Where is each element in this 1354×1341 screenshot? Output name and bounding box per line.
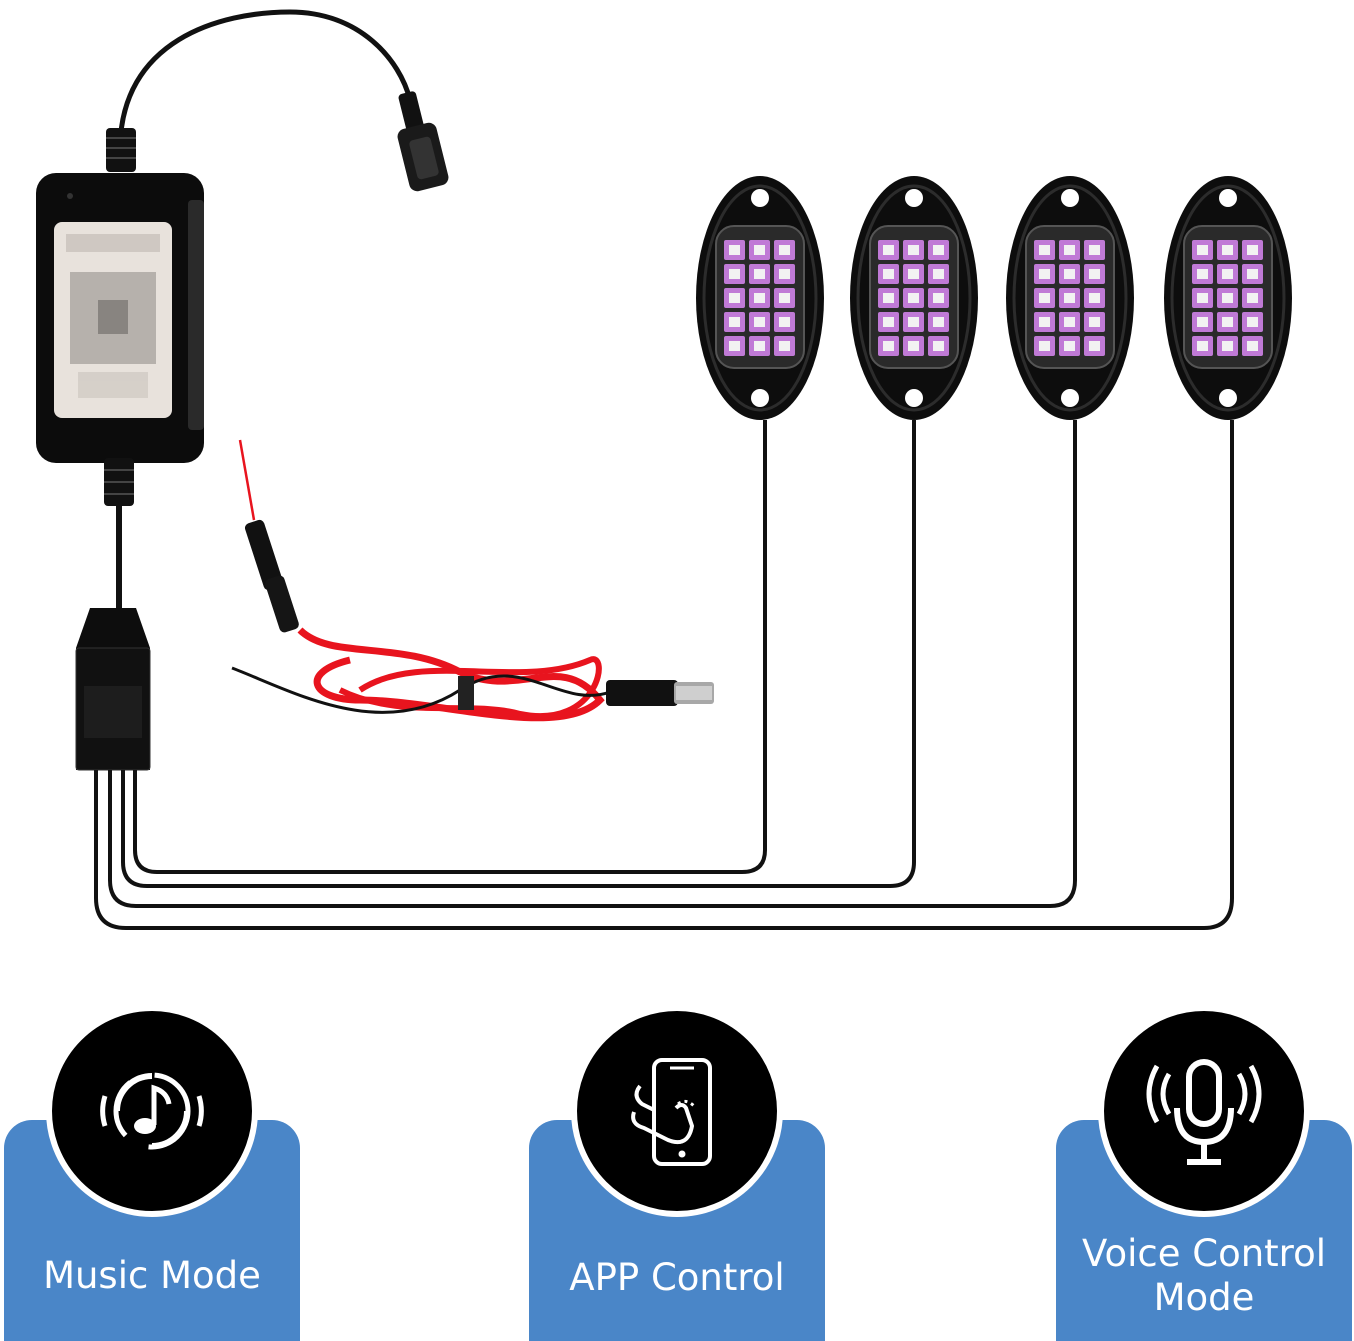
app-control-badge [571, 1005, 783, 1217]
output-cables [94, 420, 1234, 930]
voice-control-badge [1098, 1005, 1310, 1217]
rgb-rock-light-pods [696, 176, 1292, 420]
bluetooth-controller-box [36, 173, 204, 463]
product-wiring-diagram [36, 9, 1292, 930]
mode-label-voice: Voice Control Mode [1082, 1232, 1326, 1319]
microphone-icon [1146, 1059, 1262, 1165]
mode-card-music: Music Mode [4, 1120, 300, 1341]
dc-input-cable [106, 9, 449, 192]
rock-light-pod [696, 176, 824, 420]
qr-code-sticker [66, 234, 160, 398]
mode-label-music: Music Mode [43, 1254, 261, 1297]
rock-light-pod [850, 176, 978, 420]
music-mode-badge [46, 1005, 258, 1217]
rock-light-pod [1006, 176, 1134, 420]
splitter-cable [75, 458, 151, 771]
music-note-icon [100, 1072, 204, 1150]
smartphone-touch-icon [631, 1058, 712, 1166]
power-wire-harness [231, 439, 714, 722]
mode-label-app: APP Control [569, 1256, 785, 1299]
rock-light-pod [1164, 176, 1292, 420]
